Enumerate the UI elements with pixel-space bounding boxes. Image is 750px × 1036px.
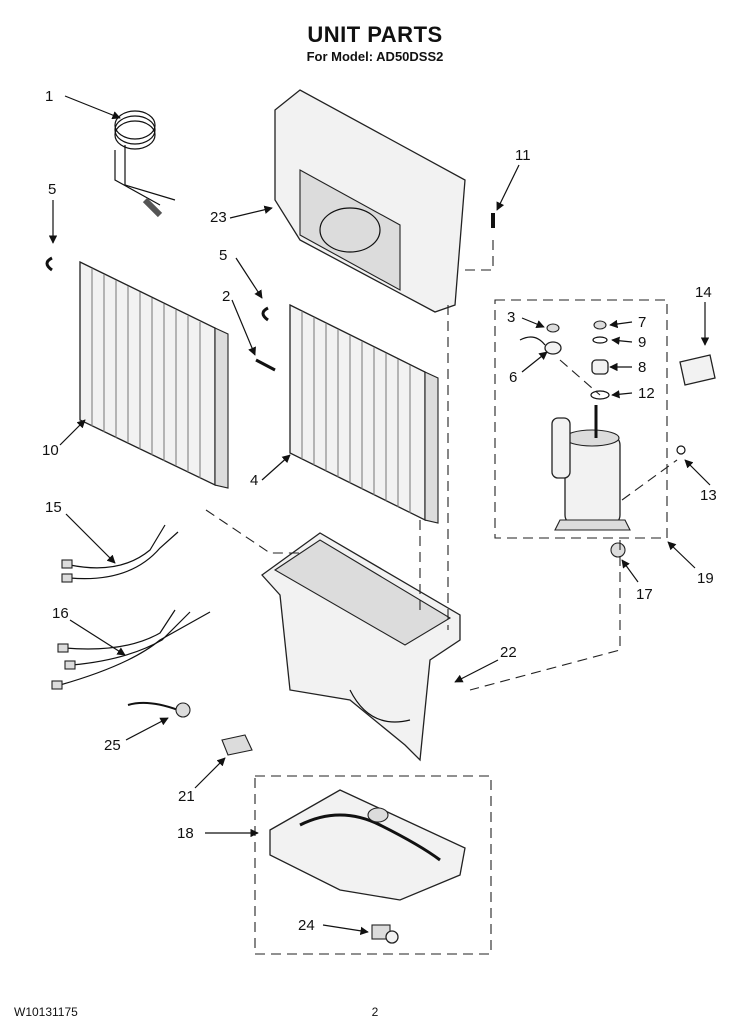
model-subtitle: For Model: AD50DSS2 — [306, 49, 444, 64]
callout-7: 7 — [638, 314, 646, 331]
callout-10: 10 — [42, 442, 59, 459]
leader-lines — [48, 95, 711, 935]
callout-25: 25 — [104, 737, 121, 754]
part-23-fan-shroud — [274, 89, 466, 313]
callout-16: 16 — [52, 605, 69, 622]
part-15-wire-harness — [61, 524, 179, 583]
part-21-switch — [221, 734, 253, 756]
callout-8: 8 — [638, 359, 646, 376]
callout-11: 11 — [515, 147, 531, 164]
page-title: UNIT PARTS — [307, 22, 443, 47]
callout-12: 12 — [638, 385, 655, 402]
callout-18: 18 — [177, 825, 194, 842]
part-2-screw — [255, 358, 276, 372]
callout-17: 17 — [636, 586, 653, 603]
part-18-bottom-base — [269, 789, 466, 901]
part-1-tube-coil — [114, 110, 176, 218]
callout-6: 6 — [509, 369, 517, 386]
part-14-capacitor — [679, 354, 716, 386]
callout-9: 9 — [638, 334, 646, 351]
compressor-small-parts — [519, 320, 610, 400]
callout-15: 15 — [45, 499, 62, 516]
part-25-sensor — [127, 701, 191, 718]
callout-23: 23 — [210, 209, 227, 226]
bottom-group-box — [254, 775, 492, 955]
part-5-clip-left — [45, 256, 53, 272]
part-19-compressor — [551, 405, 631, 531]
callout-labels: 1 5 5 2 23 11 3 6 7 9 8 12 14 13 19 17 1… — [42, 88, 717, 934]
callout-4: 4 — [250, 472, 258, 489]
part-22-base-pan — [261, 532, 461, 762]
part-5-clip-center — [261, 306, 269, 322]
page-number: 2 — [371, 1005, 379, 1019]
part-4-evaporator-coil — [289, 303, 439, 524]
callout-24: 24 — [298, 917, 315, 934]
callout-19: 19 — [697, 570, 714, 587]
part-24-caster — [371, 924, 399, 944]
callout-3: 3 — [507, 309, 515, 326]
part-13-screw — [676, 445, 686, 455]
callout-5-left: 5 — [48, 181, 56, 198]
callout-1: 1 — [45, 88, 53, 105]
part-16-wire-harness — [51, 609, 211, 690]
part-17-grommet — [610, 542, 626, 558]
callout-2: 2 — [222, 288, 230, 305]
callout-21: 21 — [178, 788, 195, 805]
document-number: W10131175 — [14, 1005, 78, 1019]
assembly-lines — [205, 240, 678, 691]
part-10-condenser-coil — [79, 260, 229, 489]
callout-13: 13 — [700, 487, 717, 504]
compressor-group-box — [494, 299, 668, 539]
callout-5-center: 5 — [219, 247, 227, 264]
callout-14: 14 — [695, 284, 712, 301]
callout-22: 22 — [500, 644, 517, 661]
